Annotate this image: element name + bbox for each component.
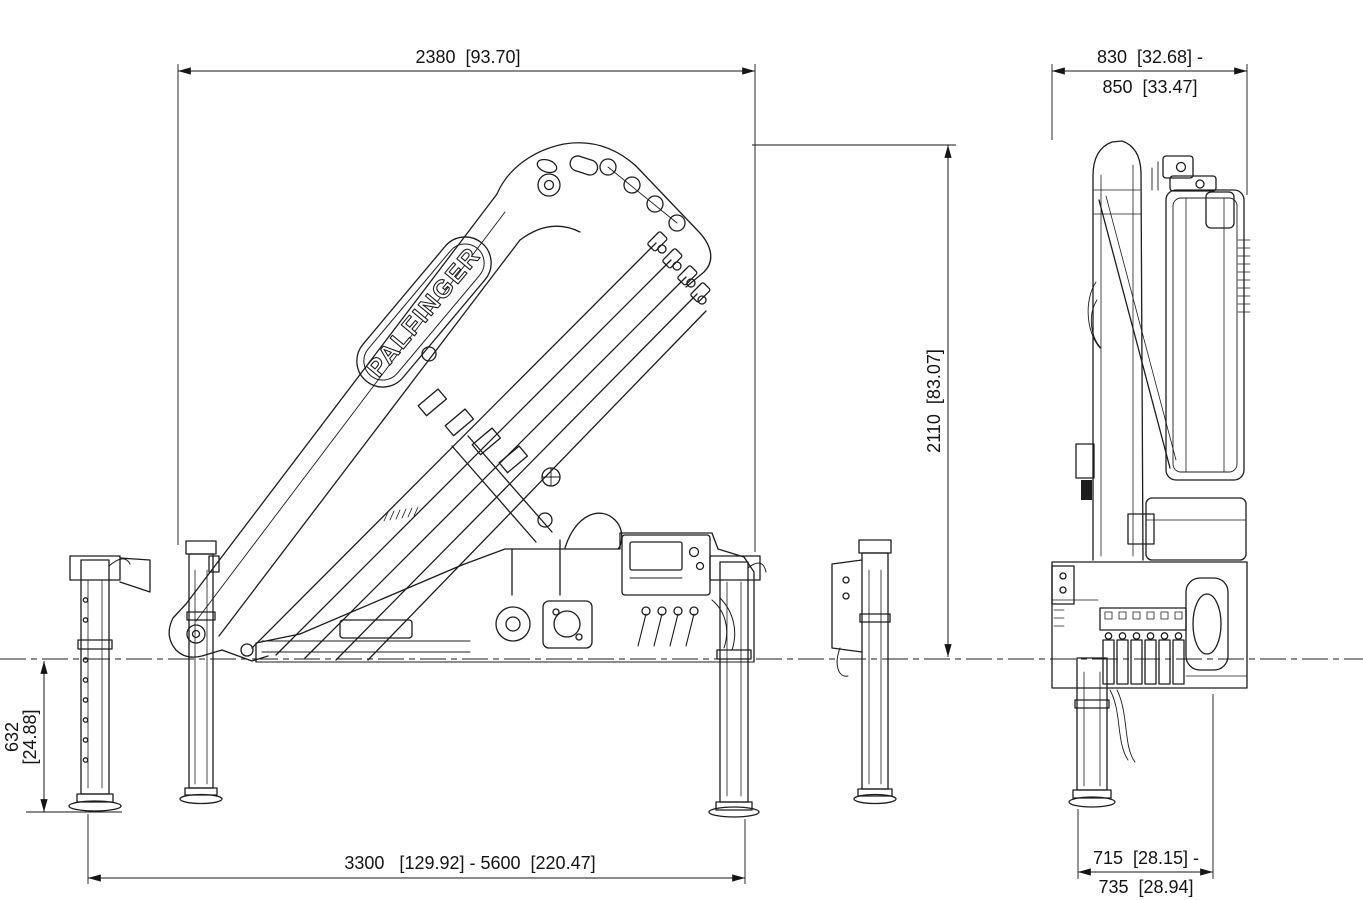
rear-view-crane [1051, 140, 1251, 808]
dim-rear-support-label-2: 735 [28.94] [1098, 877, 1193, 897]
side-view-crane: PALFINGER [68, 142, 897, 818]
dimension-transport-length: 2380 [93.70] [177, 47, 756, 552]
outrigger-leg-mid-left [179, 540, 223, 805]
dimension-outrigger-spread: 3300 [129.92] - 5600 [220.47] [87, 814, 746, 884]
dim-width-top-label-1: 830 [32.68] - [1097, 47, 1203, 67]
outrigger-leg-front-left [68, 555, 151, 812]
dim-centerline-ground-label-1: 632 [2, 722, 22, 752]
dimension-rear-support: 715 [28.15] - 735 [28.94] [1077, 694, 1214, 897]
outrigger-leg-rear-view [1068, 657, 1116, 808]
outrigger-leg-rear-right [831, 539, 897, 805]
dim-centerline-ground-label-2: [24.88] [20, 709, 40, 764]
palfinger-logo: PALFINGER [362, 241, 487, 382]
outrigger-leg-front-right [708, 555, 767, 818]
dim-rear-support-label-1: 715 [28.15] - [1093, 848, 1199, 868]
dim-width-top-label-2: 850 [33.47] [1102, 77, 1197, 97]
dim-transport-height-label: 2110 [83.07] [924, 349, 944, 453]
dim-transport-length-label: 2380 [93.70] [415, 47, 520, 67]
dimension-transport-height: 2110 [83.07] [752, 144, 956, 657]
dimension-width-top: 830 [32.68] - 850 [33.47] [1051, 47, 1248, 195]
dimension-centerline-to-ground: 632 [24.88] [2, 661, 122, 813]
dim-outrigger-spread-label: 3300 [129.92] - 5600 [220.47] [344, 853, 595, 873]
